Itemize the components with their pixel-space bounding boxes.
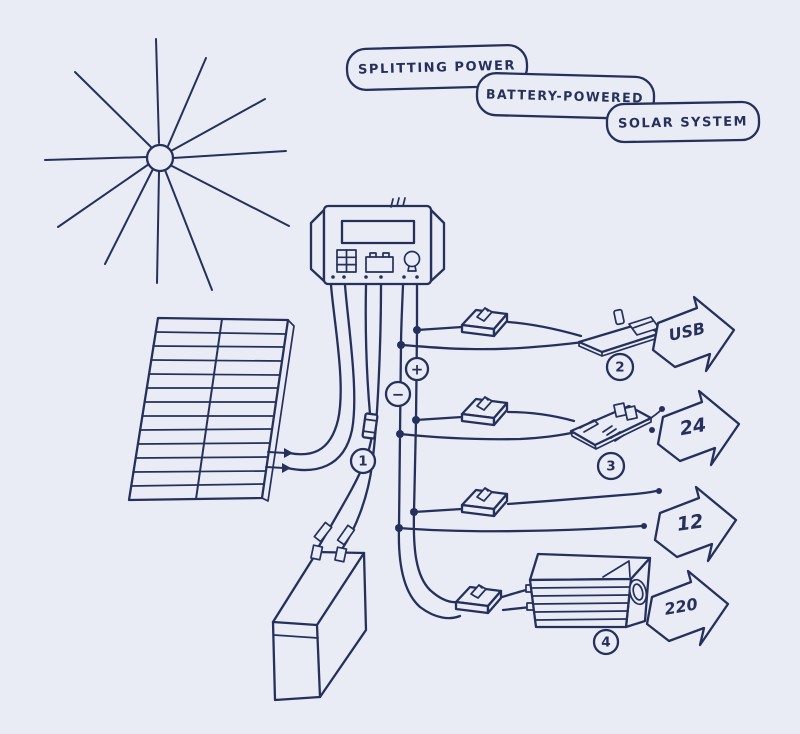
rocker-switch-usb xyxy=(460,306,509,338)
bubble-2-label: BATTERY-POWERED xyxy=(486,87,644,106)
rocker-switch-24v xyxy=(460,395,509,427)
lcd-display xyxy=(340,219,416,245)
callout-3-number: 3 xyxy=(606,459,615,475)
wire-crimp-connectors xyxy=(313,521,356,546)
polarity-plus: + xyxy=(404,356,430,382)
plus-sign: + xyxy=(411,361,424,379)
battery-icon xyxy=(365,252,394,273)
panel-wire-connectors xyxy=(265,448,293,473)
output-arrow-24v: 24 xyxy=(656,389,741,467)
heatsink-fins xyxy=(602,425,625,442)
battery-terminal-negative xyxy=(310,544,324,561)
callout-1: 1 xyxy=(349,447,377,475)
output-arrow-220v: 220 xyxy=(645,569,730,647)
battery xyxy=(271,521,368,702)
vent-marks xyxy=(390,197,406,208)
callout-2: 2 xyxy=(605,352,635,382)
bubble-1-label: SPLITTING POWER xyxy=(358,58,516,77)
polarity-minus: − xyxy=(384,380,412,408)
branch-wires-12v xyxy=(397,489,658,533)
terminal-dots xyxy=(331,275,419,279)
solar-panel-cells xyxy=(130,331,287,487)
charge-controller xyxy=(309,197,446,286)
minus-sign: − xyxy=(392,386,405,404)
outlet-socket xyxy=(628,578,648,606)
fuse xyxy=(361,412,379,440)
callout-2-number: 2 xyxy=(615,360,624,376)
top-marking xyxy=(602,560,631,578)
title-bubble-solar-system: SOLAR SYSTEM xyxy=(605,100,761,144)
branch-wires-24v xyxy=(398,410,578,441)
rocker-switch-220v xyxy=(454,583,503,615)
24v-label: 24 xyxy=(678,414,708,440)
output-arrow-12v: 12 xyxy=(653,485,738,563)
boost-converter-module xyxy=(569,402,662,450)
power-inverter xyxy=(525,552,652,629)
callout-3: 3 xyxy=(596,451,626,481)
inverter-fins xyxy=(530,586,631,621)
capacitor xyxy=(613,308,625,326)
solar-panel xyxy=(127,316,295,502)
sun-icon xyxy=(44,38,290,291)
terminal-block xyxy=(613,402,638,421)
title-bubble-battery-powered: BATTERY-POWERED xyxy=(475,72,656,120)
12v-label: 12 xyxy=(676,510,705,535)
callout-1-number: 1 xyxy=(358,454,367,470)
bus-wires xyxy=(397,283,462,620)
rocker-switch-12v xyxy=(460,486,509,518)
solar-panel-wires xyxy=(285,283,356,472)
usb-module xyxy=(577,308,663,357)
bubble-3-label: SOLAR SYSTEM xyxy=(618,114,748,131)
output-arrow-usb: USB xyxy=(651,295,736,373)
callout-4: 4 xyxy=(592,628,620,656)
callout-4-number: 4 xyxy=(601,635,610,651)
junction-dots xyxy=(395,326,665,532)
chevron-marking xyxy=(579,419,599,433)
light-bulb-icon xyxy=(403,250,421,272)
solar-grid-icon xyxy=(336,249,357,273)
battery-terminal-positive xyxy=(334,546,348,563)
